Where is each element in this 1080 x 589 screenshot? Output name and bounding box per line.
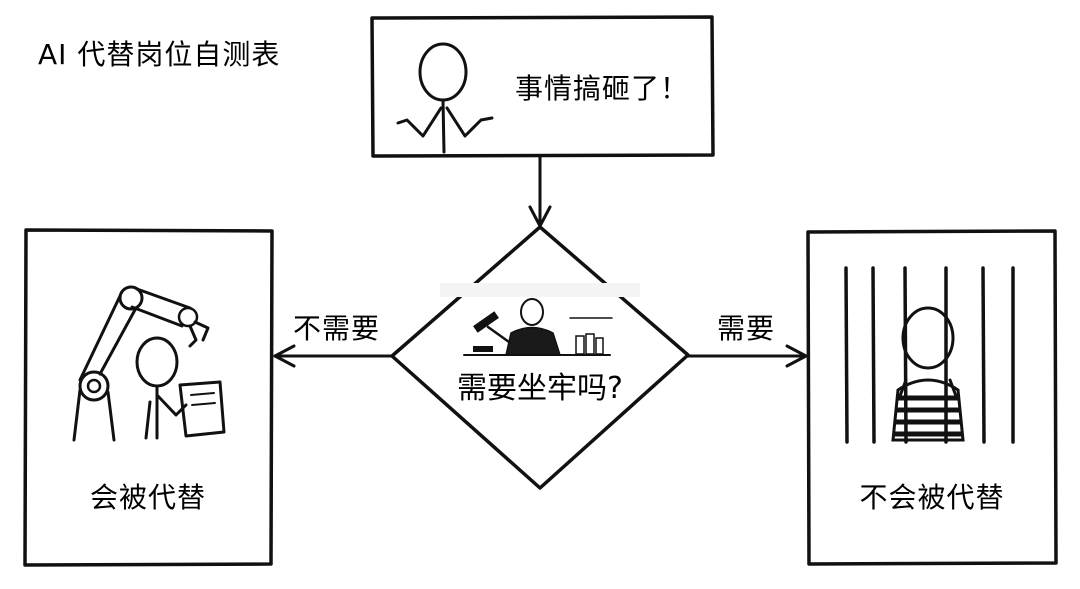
left-outcome-text: 会被代替 (90, 481, 206, 514)
right-edge-label: 需要 (717, 312, 775, 345)
left-outcome-box: 会被代替 (23, 228, 274, 567)
diagram-title: AI 代替岗位自测表 (38, 38, 280, 71)
arrow-start-to-decision (528, 155, 552, 228)
shrugging-person-icon (396, 42, 494, 154)
decision-question: 需要坐牢吗? (457, 371, 623, 406)
judge-icon (440, 283, 640, 356)
worker-with-document-icon (135, 336, 226, 440)
left-edge-label: 不需要 (293, 312, 380, 345)
right-outcome-box: 不会被代替 (806, 229, 1058, 566)
right-outcome-text: 不会被代替 (859, 481, 1004, 514)
arrow-decision-to-right: 需要 (686, 312, 808, 368)
decision-diamond: 需要坐牢吗? (390, 225, 690, 490)
start-box: 事情搞砸了！ (370, 15, 715, 158)
jail-bars-icon (844, 266, 1015, 444)
arrow-decision-to-left: 不需要 (273, 312, 394, 368)
start-box-text: 事情搞砸了！ (515, 72, 689, 105)
robot-arm-icon (72, 285, 210, 442)
prisoner-icon (891, 306, 965, 442)
